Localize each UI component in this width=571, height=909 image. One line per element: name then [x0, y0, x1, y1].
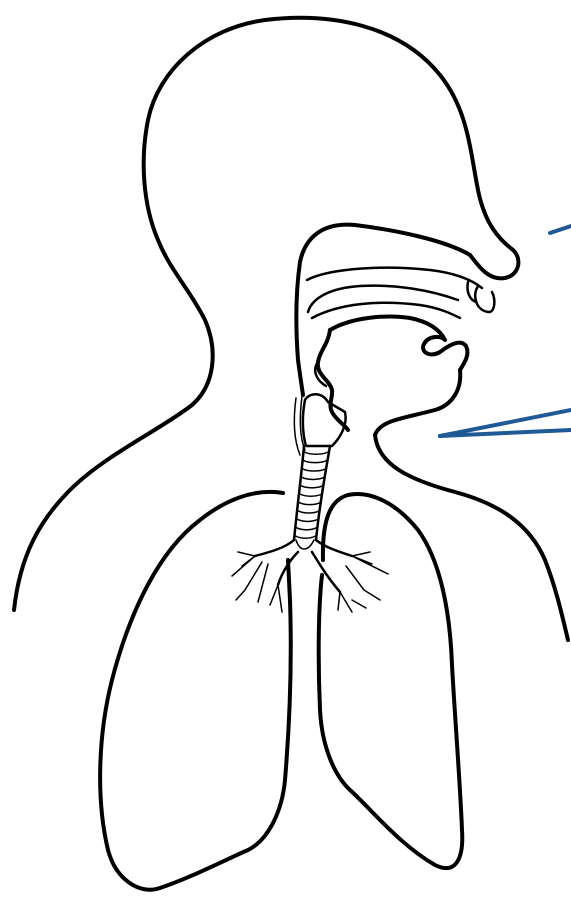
trachea-ring: [299, 502, 321, 504]
oral-cavity: [330, 317, 467, 371]
left-lung: [100, 492, 291, 890]
trachea-ring: [296, 528, 317, 530]
trachea-ring: [302, 477, 325, 479]
trachea-ring: [295, 536, 315, 538]
body-silhouette-left: [14, 18, 518, 610]
bronchial-tree: [232, 540, 388, 612]
trachea-ring: [303, 460, 326, 462]
right-bronchioles: [338, 552, 388, 612]
trachea-ring: [303, 469, 326, 471]
trachea-ring: [298, 511, 319, 513]
nasal-passage-inner: [307, 268, 482, 288]
pharynx-back: [318, 330, 348, 430]
pointer-lines: [440, 226, 571, 436]
trachea-left-wall: [294, 446, 304, 540]
pointer-line-nose: [550, 226, 571, 233]
right-lung: [319, 494, 463, 868]
trachea-ring: [300, 494, 322, 496]
trachea-rings: [295, 452, 328, 538]
trachea-ring: [304, 452, 328, 454]
trachea-right-wall: [316, 446, 330, 540]
carina: [296, 540, 314, 549]
upper-lip: [475, 286, 494, 312]
left-bronchioles: [232, 552, 282, 612]
trachea-ring: [301, 486, 323, 488]
jaw-and-chin: [375, 370, 460, 435]
trachea-ring: [297, 519, 318, 521]
body-silhouette-right: [375, 435, 568, 640]
